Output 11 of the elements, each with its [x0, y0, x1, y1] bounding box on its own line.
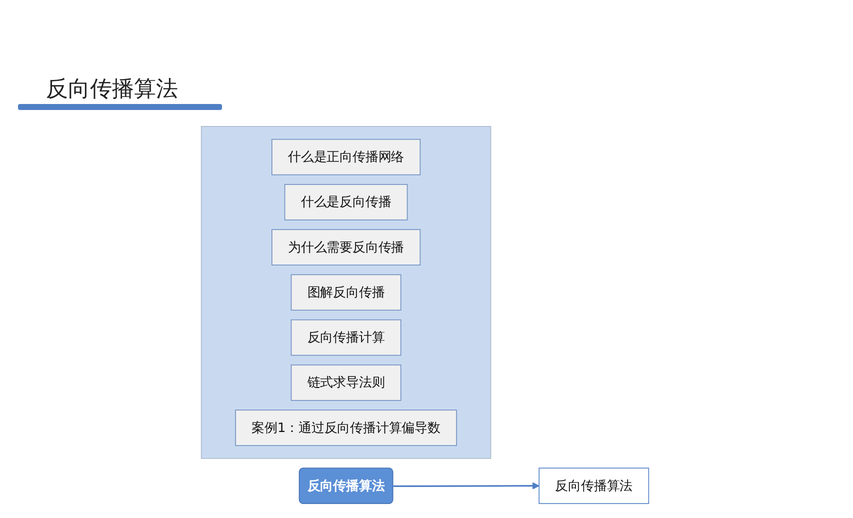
node-box: 反向传播计算: [290, 319, 402, 356]
node-box: 案例1：通过反向传播计算偏导数: [235, 410, 457, 446]
cluster: [200, 126, 492, 459]
node-box: 什么是反向传播: [284, 184, 408, 220]
node-box: 为什么需要反向传播: [272, 229, 421, 266]
node-box: 反向传播算法: [538, 468, 650, 504]
title: 反向传播算法: [46, 76, 178, 104]
node-box: 图解反向传播: [290, 274, 402, 311]
arrow: [393, 482, 540, 490]
node-box: 链式求导法则: [290, 364, 402, 401]
node-box: 什么是正向传播网络: [272, 138, 421, 176]
